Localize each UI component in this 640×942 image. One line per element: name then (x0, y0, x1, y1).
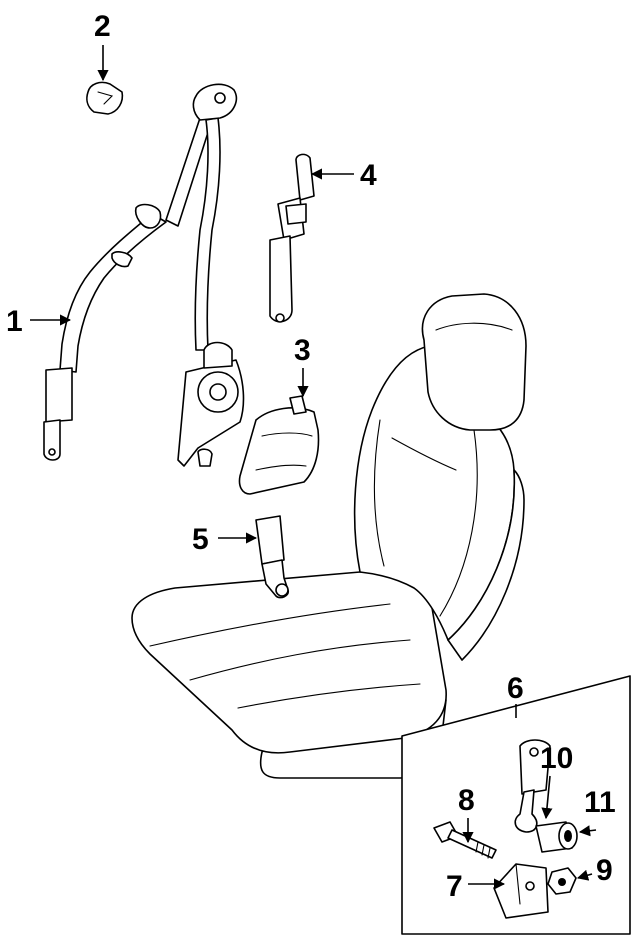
callout-6: 6 (507, 672, 524, 705)
part-3-retractor-cover (238, 395, 320, 495)
part-10-anchor-plate (514, 739, 551, 833)
callout-11: 11 (584, 786, 616, 819)
callout-1: 1 (6, 305, 23, 338)
seat-cushion (131, 570, 447, 754)
callout-7: 7 (446, 870, 463, 903)
part-4-height-adjuster (269, 153, 315, 323)
callout-4: 4 (360, 159, 377, 192)
callout-5: 5 (192, 523, 209, 556)
part-1-lap-belt (43, 203, 167, 461)
callout-10: 10 (540, 742, 573, 775)
part-11-sleeve (535, 821, 578, 853)
part-5-buckle (255, 515, 290, 599)
retractor-assembly (165, 83, 245, 467)
seat-side-bolster (447, 469, 525, 661)
callout-labels: 1 2 3 4 5 6 7 8 9 10 11 (6, 10, 616, 903)
leader-lines (30, 45, 597, 890)
detail-box (401, 675, 631, 935)
part-2-belt-guide-cap (86, 81, 124, 115)
callout-8: 8 (458, 784, 475, 817)
part-8-bolt (433, 821, 497, 859)
seat-headrest (421, 293, 527, 431)
part-9-nut (547, 867, 577, 895)
seat (131, 293, 527, 779)
callout-2: 2 (94, 10, 111, 43)
part-7-bracket (493, 863, 549, 919)
callout-3: 3 (294, 334, 311, 367)
callout-9: 9 (596, 854, 613, 887)
